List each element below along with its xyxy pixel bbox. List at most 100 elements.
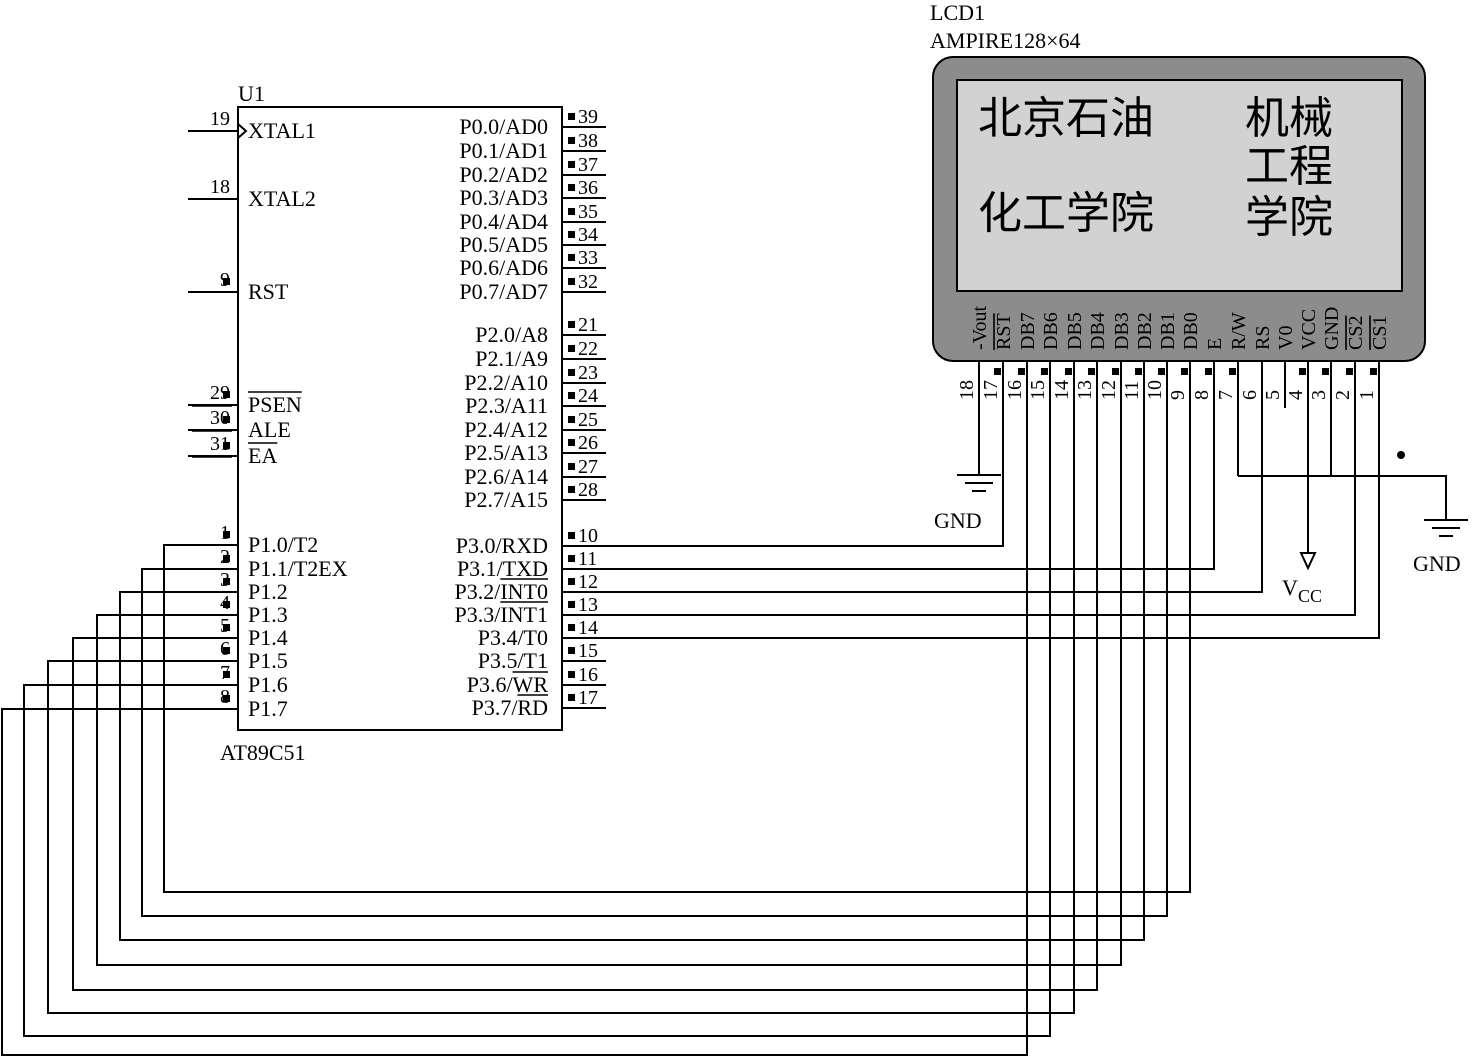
lcd-ampire128x64: LCD1AMPIRE128×64北京石油机械工程化工学院学院-Vout18RST… bbox=[930, 0, 1426, 400]
lcd-pin-18-name: -Vout bbox=[969, 305, 991, 350]
mcu-body bbox=[237, 106, 563, 731]
junction-dot bbox=[1397, 451, 1405, 459]
mcu-pin-21-number: 21 bbox=[578, 314, 598, 336]
lcd-pin-15-number: 15 bbox=[1027, 380, 1049, 400]
mcu-pin-13-number: 13 bbox=[578, 594, 598, 616]
mcu-pin-39-number: 39 bbox=[578, 106, 598, 128]
mcu-pin-38-number: 38 bbox=[578, 130, 598, 152]
lcd-pin-2-number: 2 bbox=[1332, 390, 1354, 400]
lcd-pin-14-number: 14 bbox=[1051, 380, 1073, 400]
mcu-pin-35-marker bbox=[568, 208, 575, 215]
lcd-pin-11-marker bbox=[1135, 368, 1142, 375]
lcd-pin-12-marker bbox=[1112, 368, 1119, 375]
control-wire-3 bbox=[606, 376, 1263, 593]
lcd-pin-17-name: RST bbox=[993, 313, 1015, 350]
mcu-pin-17-number: 17 bbox=[578, 687, 598, 709]
mcu-pin-19-name: XTAL1 bbox=[248, 118, 316, 143]
mcu-pin-33-name: P0.6/AD6 bbox=[459, 255, 548, 280]
data-bus-wire-db7 bbox=[1, 376, 1028, 1056]
mcu-pin-28-number: 28 bbox=[578, 479, 598, 501]
data-bus-wire-db1 bbox=[141, 376, 1168, 917]
lcd-part-label: AMPIRE128×64 bbox=[930, 28, 1081, 53]
mcu-pin-29-marker bbox=[223, 391, 230, 398]
mcu-pin-17-name: P3.7/RD bbox=[472, 695, 548, 720]
gnd-symbol-right-label: GND bbox=[1413, 551, 1461, 576]
mcu-pin-16-number: 16 bbox=[578, 664, 598, 686]
data-bus-wire-db2 bbox=[119, 376, 1145, 941]
mcu-pin-9-marker bbox=[223, 278, 230, 285]
gnd-right-net bbox=[1238, 475, 1447, 520]
mcu-pin-32-marker bbox=[568, 278, 575, 285]
lcd-pin-6-name: RS bbox=[1252, 326, 1274, 350]
lcd-pin-1-marker bbox=[1370, 368, 1377, 375]
mcu-pin-39-marker bbox=[568, 113, 575, 120]
mcu-pin-21-marker bbox=[568, 321, 575, 328]
data-bus-wire-db6 bbox=[23, 376, 1051, 1037]
lcd-pin-10-name: DB1 bbox=[1157, 312, 1179, 350]
mcu-pin-7-name: P1.6 bbox=[248, 672, 288, 697]
lcd-pin-13-number: 13 bbox=[1074, 380, 1096, 400]
mcu-pin-12-marker bbox=[568, 578, 575, 585]
lcd-pin-11-name: DB2 bbox=[1134, 312, 1156, 350]
mcu-pin-1-marker bbox=[223, 531, 230, 538]
mcu-pin-28-marker bbox=[568, 486, 575, 493]
lcd-pin-13-name: DB4 bbox=[1087, 312, 1109, 350]
mcu-pin-23-marker bbox=[568, 369, 575, 376]
vcc-arrow-icon bbox=[1299, 552, 1317, 571]
mcu-pin-10-name: P3.0/RXD bbox=[456, 533, 548, 558]
mcu-pin-14-name: P3.4/T0 bbox=[478, 625, 548, 650]
lcd-pin-2-marker bbox=[1346, 368, 1353, 375]
mcu-pin-25-name: P2.4/A12 bbox=[464, 417, 548, 442]
mcu-pin-12-number: 12 bbox=[578, 571, 598, 593]
mcu-pin-29-name: PSEN bbox=[248, 392, 302, 417]
mcu-pin-33-marker bbox=[568, 254, 575, 261]
mcu-pin-18-number: 18 bbox=[210, 176, 230, 198]
lcd-screen-text-1: 北京石油 bbox=[978, 93, 1154, 144]
mcu-pin-31-name: EA bbox=[248, 443, 277, 468]
data-bus-wire-db5 bbox=[47, 376, 1075, 1014]
data-bus-wire-db4 bbox=[72, 376, 1098, 991]
mcu-pin-10-marker bbox=[568, 532, 575, 539]
mcu-pin-31-number: 31 bbox=[210, 433, 230, 455]
lcd-pin-1-name: CS1 bbox=[1369, 316, 1391, 350]
mcu-pin-26-name: P2.5/A13 bbox=[464, 440, 548, 465]
mcu-pin-5-marker bbox=[223, 624, 230, 631]
mcu-pin-19-number: 19 bbox=[210, 108, 230, 130]
mcu-pin-23-name: P2.2/A10 bbox=[464, 370, 548, 395]
lcd-pin-8-name: E bbox=[1204, 338, 1226, 350]
clock-input-icon bbox=[237, 123, 248, 139]
mcu-pin-1-name: P1.0/T2 bbox=[248, 532, 318, 557]
lcd-pin-6-number: 6 bbox=[1239, 390, 1261, 400]
lcd-screen-text-4: 化工学院 bbox=[978, 188, 1154, 239]
mcu-pin-22-number: 22 bbox=[578, 338, 598, 360]
mcu-pin-30-marker bbox=[223, 416, 230, 423]
mcu-pin-2-name: P1.1/T2EX bbox=[248, 556, 348, 581]
mcu-pin-35-name: P0.4/AD4 bbox=[459, 209, 548, 234]
lcd-pin-3-marker bbox=[1322, 368, 1329, 375]
lcd-pin-16-name: DB7 bbox=[1017, 312, 1039, 350]
mcu-pin-25-marker bbox=[568, 416, 575, 423]
mcu-pin-24-name: P2.3/A11 bbox=[465, 393, 548, 418]
mcu-pin-38-marker bbox=[568, 137, 575, 144]
mcu-at89c51: U1AT89C5119XTAL118XTAL29RST29PSEN30ALE31… bbox=[188, 81, 606, 765]
mcu-pin-35-number: 35 bbox=[578, 201, 598, 223]
lcd-pin-14-marker bbox=[1065, 368, 1072, 375]
mcu-pin-11-marker bbox=[568, 555, 575, 562]
mcu-pin-26-number: 26 bbox=[578, 432, 598, 454]
mcu-pin-14-number: 14 bbox=[578, 617, 598, 639]
mcu-pin-10-number: 10 bbox=[578, 525, 598, 547]
lcd-pin-7-marker bbox=[1229, 368, 1236, 375]
mcu-part-label: AT89C51 bbox=[220, 740, 306, 765]
mcu-pin-27-number: 27 bbox=[578, 456, 598, 478]
lcd-pin-17-marker bbox=[994, 368, 1001, 375]
mcu-pin-4-name: P1.3 bbox=[248, 602, 288, 627]
mcu-pin-22-name: P2.1/A9 bbox=[475, 346, 548, 371]
lcd-pin-16-marker bbox=[1018, 368, 1025, 375]
mcu-pin-32-name: P0.7/AD7 bbox=[459, 279, 548, 304]
mcu-pin-27-name: P2.6/A14 bbox=[464, 464, 548, 489]
data-bus-wire-db0 bbox=[163, 376, 1191, 893]
gnd-symbol-left-label: GND bbox=[934, 508, 982, 533]
lcd-pin-9-number: 9 bbox=[1167, 390, 1189, 400]
mcu-pin-37-name: P0.2/AD2 bbox=[459, 162, 548, 187]
mcu-pin-25-number: 25 bbox=[578, 409, 598, 431]
